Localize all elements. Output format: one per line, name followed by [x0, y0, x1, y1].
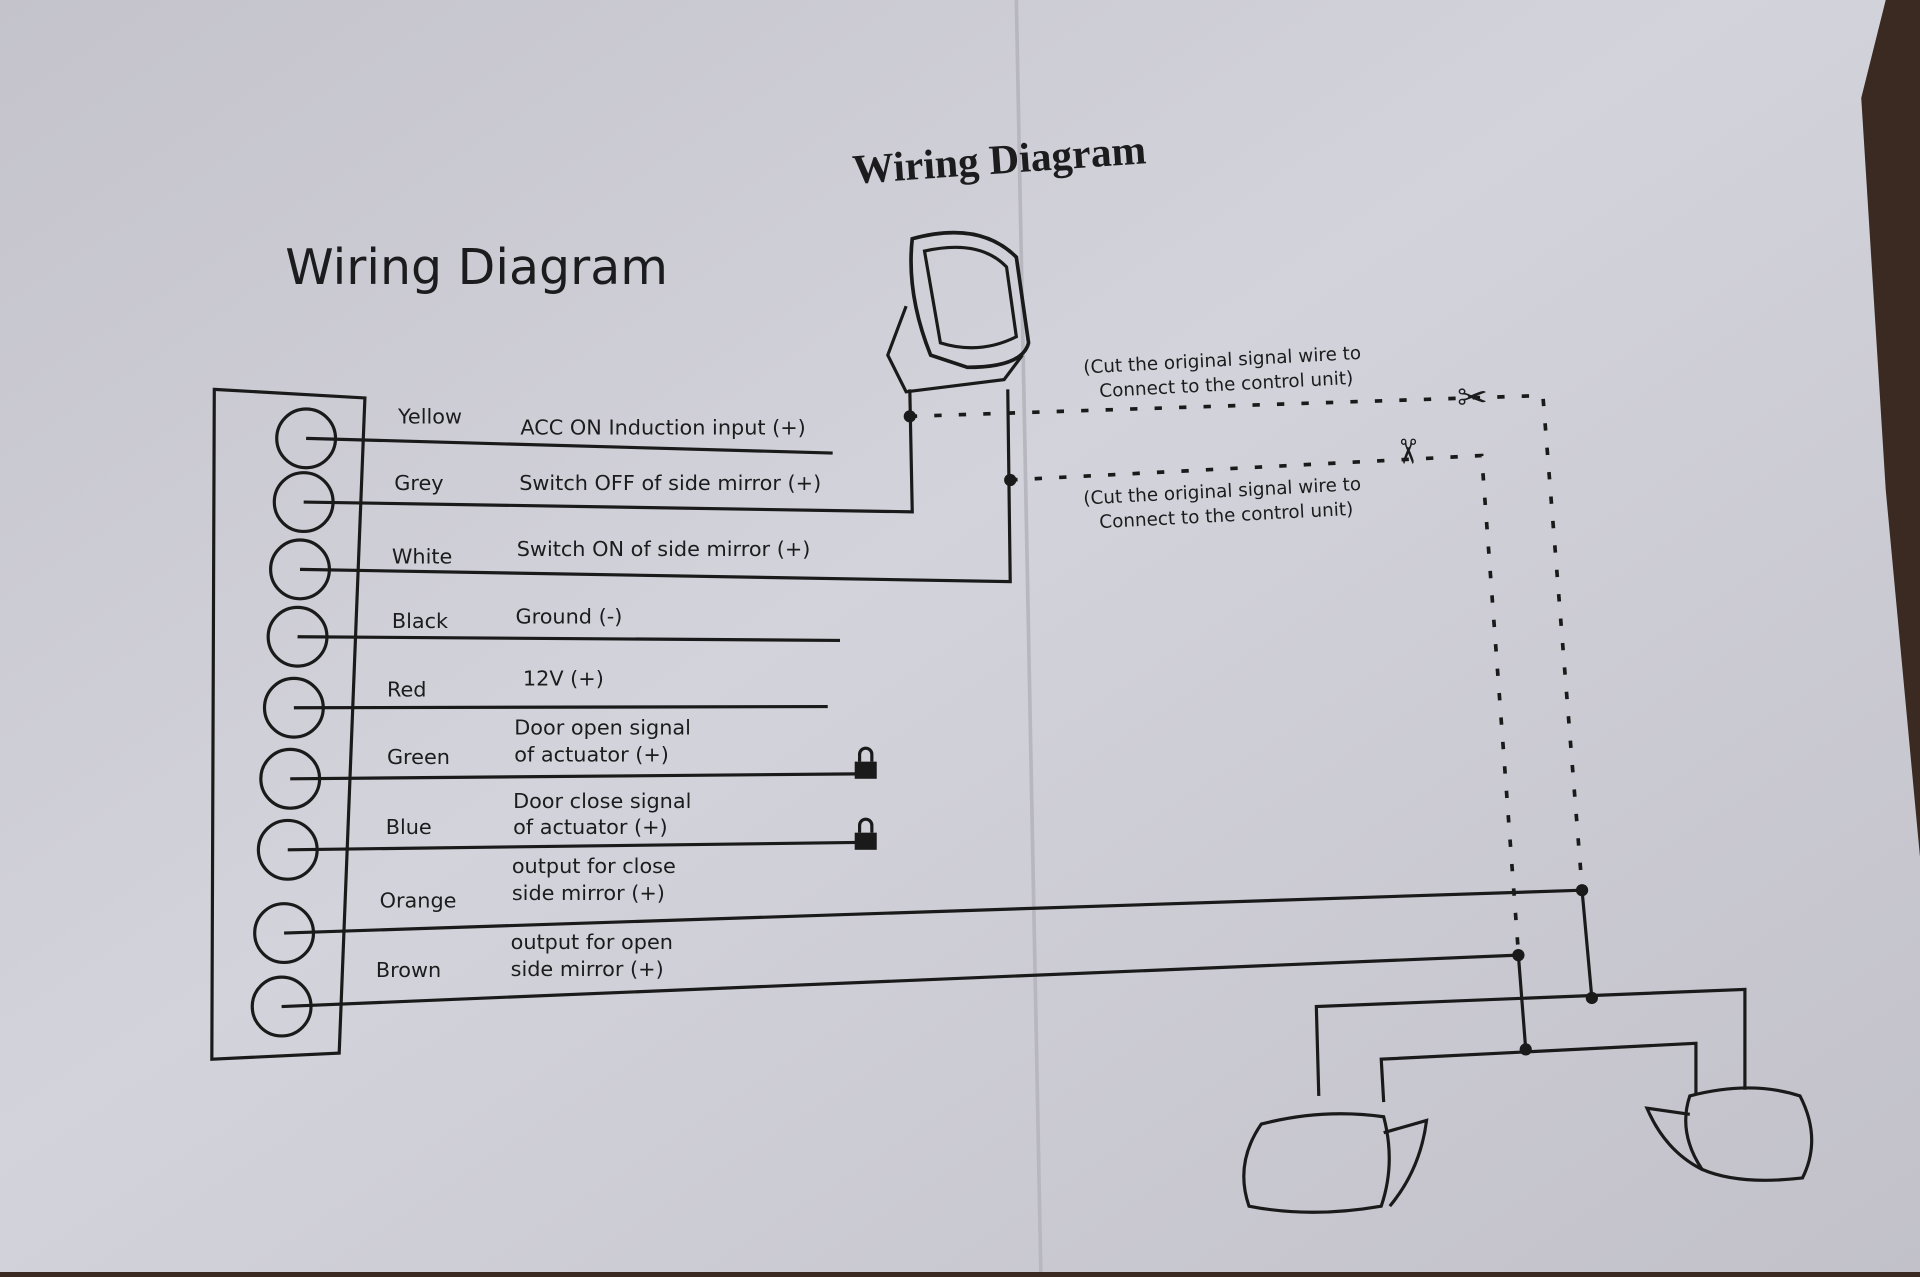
lock-icon [854, 746, 877, 779]
wire-color-label: White [392, 544, 452, 568]
wire-function-label: output for open [511, 930, 673, 954]
wire-function-label: of actuator (+) [514, 743, 669, 767]
wire-labels: Yellow ACC ON Induction input (+) Grey S… [376, 405, 821, 982]
wire-color-label: Brown [376, 958, 441, 982]
wire-function-label: side mirror (+) [511, 957, 664, 981]
wire-function-label: side mirror (+) [512, 881, 665, 905]
wire-function-label: Door open signal [514, 716, 691, 740]
connector-block [210, 387, 367, 1061]
lock-icon [854, 817, 877, 850]
wire-function-label: output for close [512, 854, 676, 878]
wire-color-label: Grey [394, 471, 443, 495]
cut-signal-lines [909, 393, 1584, 953]
scissors-icon: ✂ [1387, 437, 1427, 466]
wire-color-label: Black [392, 609, 448, 633]
wire-function-label: ACC ON Induction input (+) [520, 416, 805, 440]
wire-color-label: Blue [386, 815, 432, 839]
wire-function-label: Ground (-) [516, 604, 623, 628]
title-left: Wiring Diagram [285, 239, 668, 296]
scissors-icon: ✂ [1457, 376, 1488, 419]
mirror-switch-icon [886, 230, 1031, 394]
wire-color-label: Orange [380, 888, 457, 912]
paper-fold [1014, 0, 1043, 1273]
wire-color-label: Yellow [397, 405, 462, 429]
wire-lines [281, 389, 1747, 1103]
wire-function-label: 12V (+) [523, 667, 604, 691]
side-mirror-left-icon [1242, 1112, 1429, 1214]
wire-function-label: of actuator (+) [513, 815, 668, 839]
side-mirror-right-icon [1644, 1086, 1814, 1182]
wire-function-label: Switch ON of side mirror (+) [517, 537, 811, 561]
wire-color-label: Green [387, 745, 450, 769]
wire-color-label: Red [387, 678, 427, 702]
wire-function-label: Switch OFF of side mirror (+) [519, 471, 821, 495]
wire-function-label: Door close signal [513, 789, 691, 813]
